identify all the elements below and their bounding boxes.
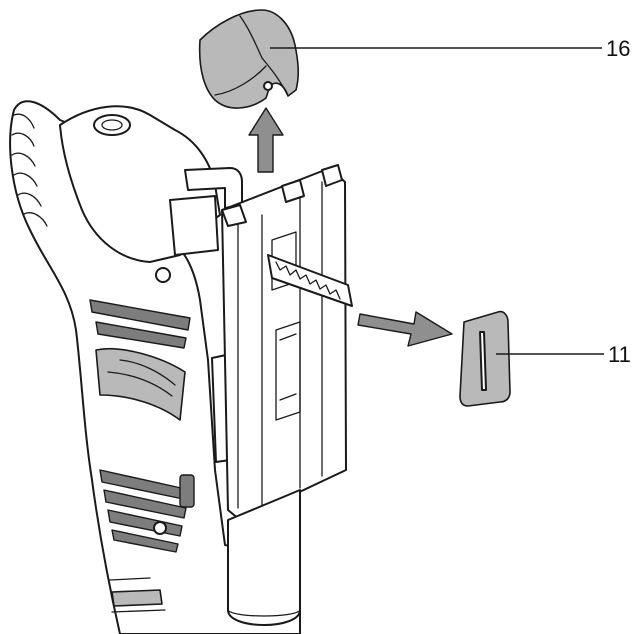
saw-blade: [267, 254, 353, 307]
removal-arrow-right: [357, 311, 453, 347]
callout-label-16: 16: [606, 36, 630, 61]
insert-part-11: [459, 310, 511, 407]
callout-label-11: 11: [608, 342, 631, 367]
jigsaw-body: [9, 100, 301, 634]
removal-arrow-up: [248, 107, 284, 173]
guard-part-16: [198, 9, 300, 109]
blade-guide-frame: [221, 164, 347, 626]
